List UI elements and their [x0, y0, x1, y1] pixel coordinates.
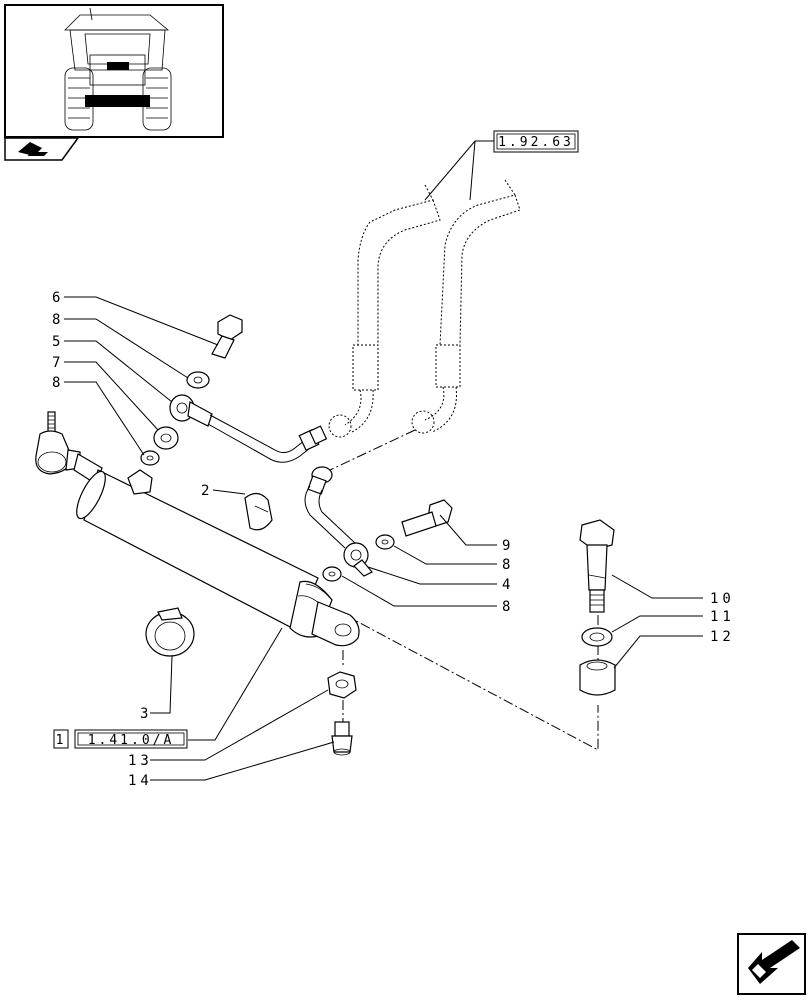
- lower-hose-assembly[interactable]: [304, 466, 453, 582]
- callout-14: 14: [128, 773, 153, 789]
- steering-cylinder[interactable]: [35, 411, 360, 647]
- callout-11: 11: [710, 609, 735, 625]
- section-symbol-icon: [18, 142, 48, 156]
- next-page-arrow-icon: [748, 940, 800, 984]
- hose-clip[interactable]: [244, 492, 273, 531]
- callouts: 6 8 5 7 8 2 9 8 4 8 10 11 12 3 13 14: [52, 290, 735, 789]
- cylinder-box-label: 1: [56, 733, 67, 748]
- pipe-ref-label: 1.92.63: [498, 135, 574, 150]
- tractor-thumbnail[interactable]: [4, 4, 224, 138]
- upper-hose-assembly[interactable]: [140, 314, 328, 466]
- section-symbol: [4, 137, 80, 161]
- callout-4: 4: [502, 577, 510, 593]
- callout-13: 13: [128, 753, 153, 769]
- pin-assembly[interactable]: [579, 519, 616, 696]
- cylinder-reference[interactable]: 1 1.41.0/A: [53, 729, 188, 749]
- cylinder-ref-label: 1.41.0/A: [88, 733, 175, 748]
- callout-2: 2: [201, 483, 209, 499]
- callout-7: 7: [52, 355, 60, 371]
- callout-12: 12: [710, 629, 735, 645]
- callout-6: 6: [52, 290, 60, 306]
- callout-9: 9: [502, 538, 510, 554]
- leader-lines: [64, 296, 703, 781]
- grease-nipple[interactable]: [331, 721, 353, 756]
- pipe-reference-box[interactable]: 1.92.63: [493, 130, 579, 153]
- callout-8: 8: [52, 312, 60, 328]
- callout-8: 8: [502, 557, 510, 573]
- pipe-lines: [328, 179, 521, 438]
- callout-8: 8: [502, 599, 510, 615]
- next-page-button[interactable]: [737, 933, 806, 995]
- callout-10: 10: [710, 591, 735, 607]
- callout-3: 3: [140, 706, 148, 722]
- clamp[interactable]: [145, 607, 195, 657]
- nut[interactable]: [327, 671, 357, 699]
- callout-5: 5: [52, 334, 60, 350]
- callout-8: 8: [52, 375, 60, 391]
